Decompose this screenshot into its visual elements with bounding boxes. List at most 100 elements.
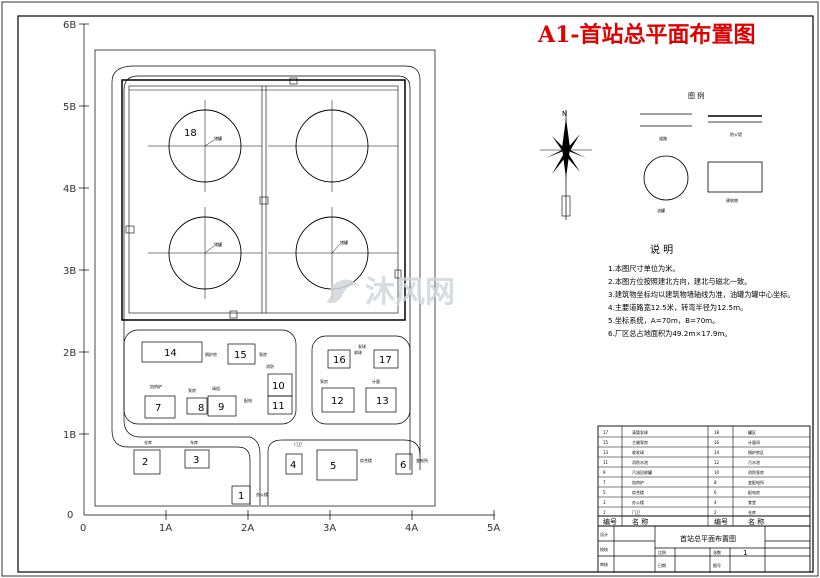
table-cell: 15 [603,440,609,445]
table-cell: 11 [603,460,609,465]
building-number: 15 [234,350,247,361]
y-tick-2b: 2B [63,348,76,359]
building-9: 9 阀组 [207,385,237,417]
building-number: 10 [272,381,285,392]
x-tick-0: 0 [80,523,86,534]
building-tag: 锅炉房 [205,351,217,357]
building-2: 2 仓库 [133,439,161,475]
tank-farm-dike-inner [128,85,399,314]
titleblock-sheet-value: 1 [743,549,747,557]
building-6: 6 变电所 [395,453,428,475]
building-schedule-table [597,425,811,527]
titleblock-label-scale: 比例 [658,549,666,555]
building-tag: 阀组 [212,385,220,391]
building-number: 1 [238,491,244,502]
building-number: 5 [330,461,336,472]
building-1: 1 办公楼 [231,485,268,505]
building-12: 12 泵房 [320,378,355,413]
building-10: 10 消防 [266,363,293,397]
dike-gate-mid [259,196,269,205]
building-tag: 加热炉 [150,383,162,389]
building-11: 11 配电 [244,395,293,415]
titleblock-label-sheet: 张数 [713,549,721,555]
drawing-title: A1-首站总平面布置图 [537,22,756,48]
tank-tag: 储罐 [214,241,222,247]
titleblock-label-review: 审核 [600,561,608,567]
table-cell: 锅炉房区 [748,449,764,455]
building-3: 3 车库 [184,439,210,469]
building-number: 2 [142,457,148,468]
y-tick-1b: 1B [63,430,76,441]
building-tag: 门卫 [294,441,302,447]
building-tag: 收球 [354,349,362,355]
building-7: 7 加热炉 [144,383,176,419]
table-cell: 仓库 [748,509,756,515]
building-tag: 泵房 [188,387,196,393]
note-line-4: 4.主要道路宽12.5米，转弯半径为12.5m。 [608,303,747,312]
legend-item-building: 建筑物 [726,197,738,203]
table-cell: 12 [714,460,720,465]
building-15: 15 泵房 [227,343,267,365]
table-cell: 5 [603,490,606,495]
building-number: 11 [272,401,285,412]
table-cell: 清管发球 [632,429,648,435]
building-14: 14 锅炉房 [141,341,217,363]
design-notes: 说 明 1.本图尺寸单位为米。 2.本图方位按照建北方向，建北与磁北一致。 3.… [608,243,795,338]
table-cell: 收发球 [632,449,644,455]
perimeter-road [111,65,421,505]
titleblock-label-drawno: 图号 [713,562,721,568]
legend-item-road: 道路 [659,135,667,141]
note-line-6: 6.厂区总占地面积为49.2m×17.9m。 [608,329,732,338]
building-tag: 消防 [266,363,274,369]
watermark: 沐风网 [326,275,455,310]
building-5: 5 综合楼 [316,449,372,481]
building-tag: 计量 [372,378,380,384]
building-number: 3 [193,455,199,466]
building-13: 13 计量 [365,378,397,413]
dike-gate-north [289,77,298,85]
table-cell: 消防泵房 [748,469,764,475]
table-cell: 消防水池 [632,459,648,465]
table-header-cell: 名 称 [748,517,764,526]
legend-item-tank: 油罐 [657,207,665,213]
titleblock-label-check: 校核 [600,546,608,552]
table-cell: 8 [714,480,717,485]
building-tag: 变电所 [416,457,428,463]
table-cell: 污水池 [748,459,760,465]
table-cell: 14 [714,450,720,455]
building-tag: 办公楼 [256,491,268,497]
table-cell: 主输泵房 [632,439,648,445]
tank-number: 18 [184,128,197,139]
table-cell: 配电房 [748,489,760,495]
table-cell: 罐区 [748,429,756,435]
y-tick-3b: 3B [63,266,76,277]
building-number: 4 [290,460,296,471]
note-line-3: 3.建筑物坐标均以建筑物墙轴线为准，油罐为罐中心坐标。 [608,290,795,299]
y-tick-0: 0 [67,510,73,521]
title-block [597,525,811,573]
x-tick-1a: 1A [159,523,172,534]
table-cell: 2 [714,510,717,515]
process-area-west [123,329,297,425]
table-cell: 10 [714,470,720,475]
site-boundary [94,49,436,507]
north-arrow-icon: N [540,110,592,220]
table-cell: 加热炉 [632,479,644,485]
legend-title: 图 例 [688,91,704,100]
building-number: 8 [198,403,204,414]
building-number: 16 [333,355,346,366]
notes-title: 说 明 [650,243,673,256]
table-cell: 6 [714,490,717,495]
tank-1: 18 储罐 [148,100,262,192]
table-cell: 门卫 [632,509,640,515]
table-cell: 食堂 [748,499,756,505]
titleblock-drawing-name: 首站总平面布置图 [680,534,736,543]
east-road [267,439,421,505]
table-cell: 17 [603,430,609,435]
building-tag: 仓库 [144,439,152,445]
table-cell: 18 [714,430,720,435]
table-cell: 变配电所 [748,479,764,485]
building-number: 13 [376,396,389,407]
building-number: 9 [218,402,224,413]
